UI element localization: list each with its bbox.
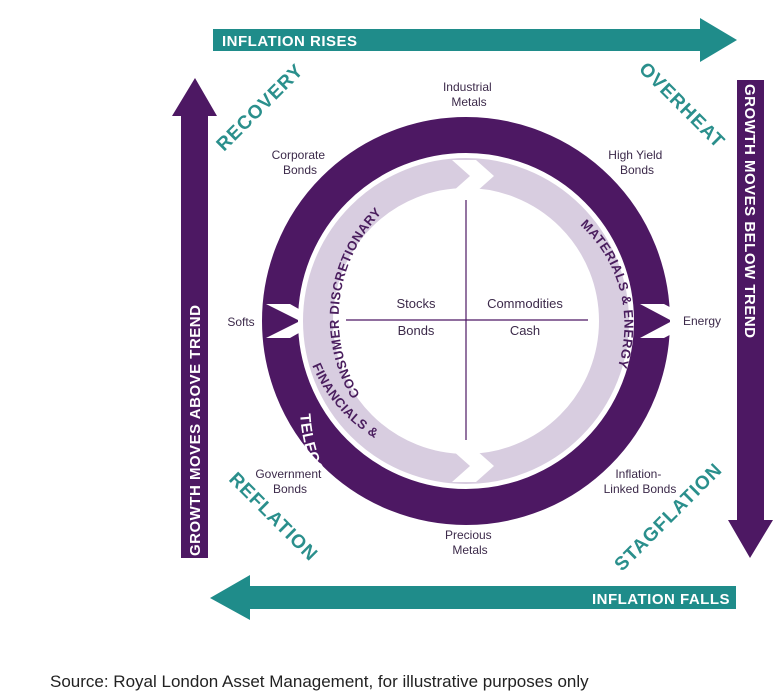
asset-high-yield-bonds: High Yield Bonds: [608, 148, 665, 177]
quadrant-stocks: Stocks: [396, 296, 436, 311]
growth-below-trend-label: GROWTH MOVES BELOW TREND: [741, 84, 758, 339]
asset-corporate-bonds: Corporate Bonds: [272, 148, 329, 177]
inflation-falls-label: INFLATION FALLS: [592, 591, 730, 608]
phase-recovery: RECOVERY: [213, 60, 308, 155]
inflation-falls-arrow: INFLATION FALLS: [210, 575, 736, 620]
asset-government-bonds: Government Bonds: [255, 467, 324, 496]
asset-inflation-linked-bonds: Inflation- Linked Bonds: [604, 467, 677, 496]
quadrant-bonds: Bonds: [398, 323, 435, 338]
asset-softs: Softs: [227, 315, 254, 329]
asset-industrial-metals: Industrial Metals: [443, 80, 495, 109]
growth-above-trend-arrow: GROWTH MOVES ABOVE TREND: [172, 78, 217, 558]
asset-precious-metals: Precious Metals: [445, 528, 495, 557]
growth-below-trend-arrow: GROWTH MOVES BELOW TREND: [728, 80, 773, 558]
growth-above-trend-label: GROWTH MOVES ABOVE TREND: [187, 305, 204, 556]
phase-overheat: OVERHEAT: [634, 59, 728, 153]
quadrant-commodities: Commodities: [487, 296, 563, 311]
asset-energy: Energy: [683, 314, 721, 328]
quadrant-cash: Cash: [510, 323, 540, 338]
source-caption: Source: Royal London Asset Management, f…: [50, 672, 589, 691]
inflation-rises-arrow: INFLATION RISES: [213, 18, 737, 62]
inflation-rises-label: INFLATION RISES: [222, 33, 358, 50]
quadrant-cross: [346, 200, 588, 440]
inner-sector-ring: [303, 158, 629, 484]
